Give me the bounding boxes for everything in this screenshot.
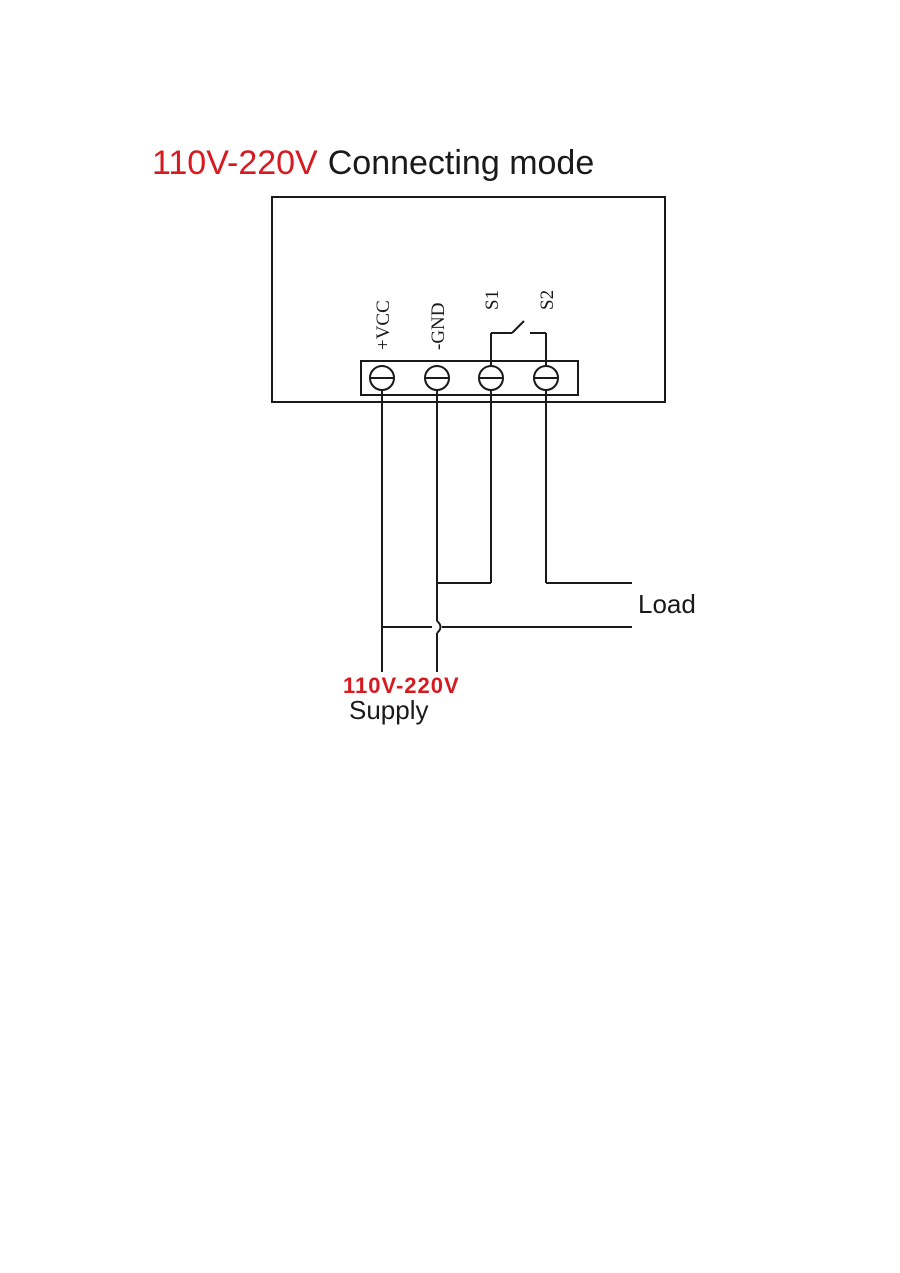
- device-box: [271, 196, 666, 403]
- terminal-label-vcc: +VCC: [373, 300, 394, 350]
- supply-label: Supply: [349, 695, 429, 725]
- wires: [381, 390, 632, 672]
- supply-voltage-label: 110V-220V: [343, 673, 460, 698]
- terminal-screw-gnd: [424, 365, 450, 391]
- terminal-screw-vcc: [369, 365, 395, 391]
- diagram-title: 110V-220V Connecting mode: [152, 144, 594, 182]
- title-voltage: 110V-220V: [152, 144, 318, 182]
- terminal-label-gnd: -GND: [428, 303, 449, 351]
- terminal-label-s2: S2: [537, 290, 558, 310]
- title-text: Connecting mode: [328, 144, 595, 182]
- terminal-label-s1: S1: [482, 290, 503, 310]
- relay-switch: [490, 320, 547, 366]
- load-label: Load: [638, 589, 696, 619]
- terminal-screw-s1: [478, 365, 504, 391]
- terminal-screw-s2: [533, 365, 559, 391]
